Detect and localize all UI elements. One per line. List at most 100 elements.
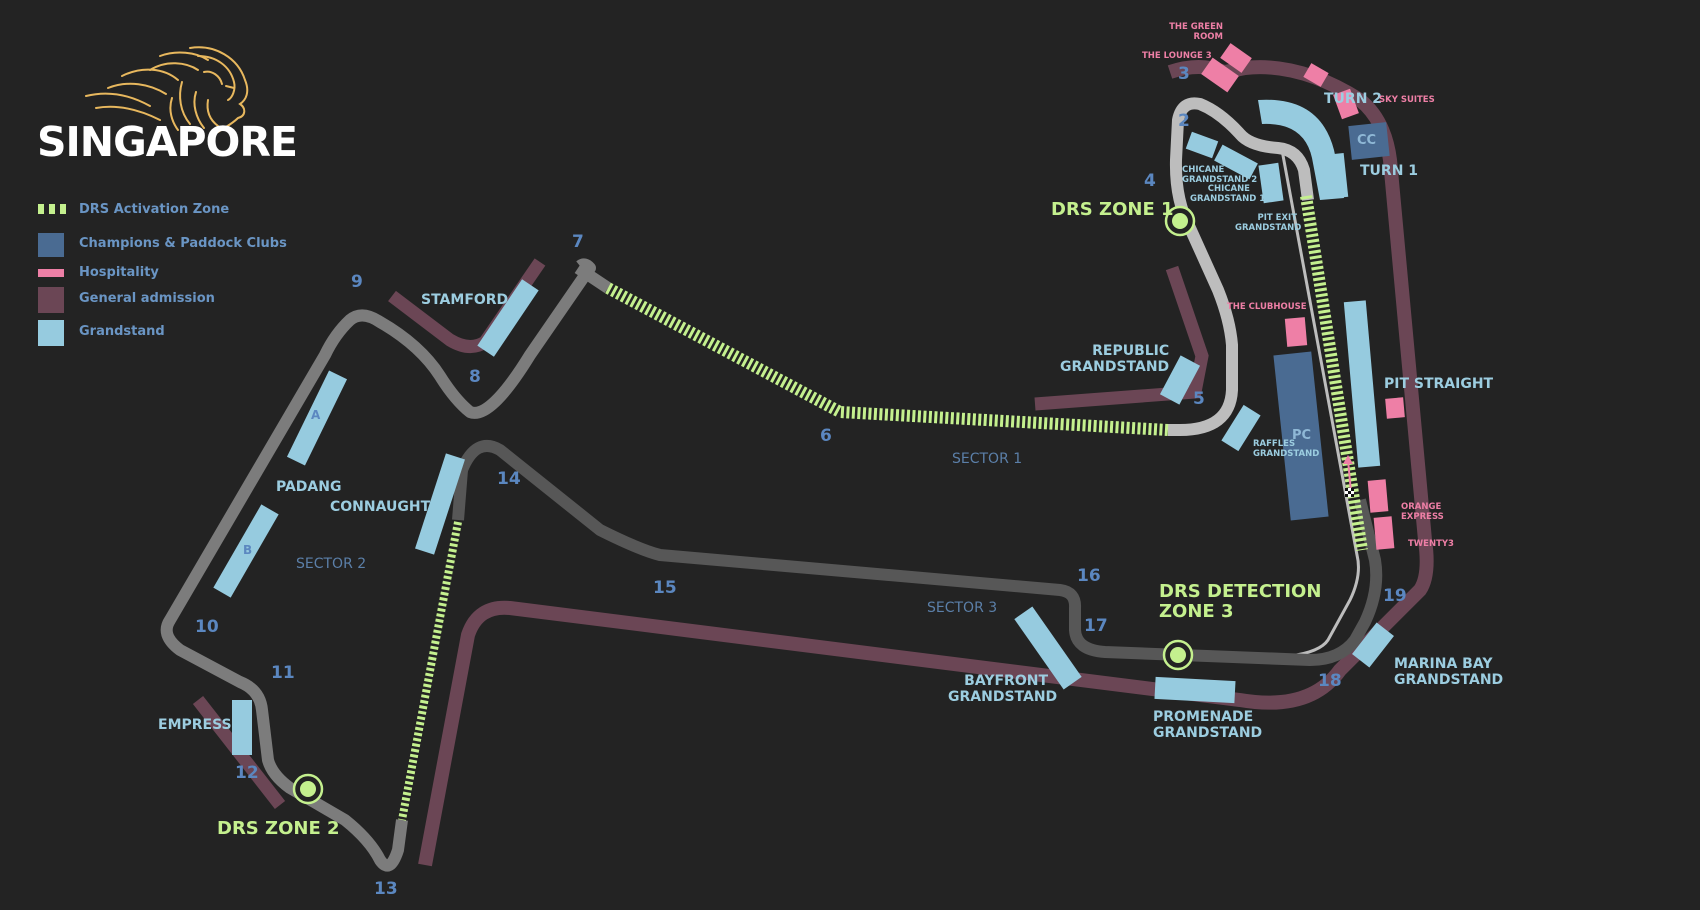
champions-paddock-clubs bbox=[1273, 122, 1390, 521]
chicane1-line-1: CHICANE bbox=[1207, 184, 1250, 194]
pit-exit-line-2: GRANDSTAND bbox=[1235, 222, 1302, 233]
turn-number: 7 bbox=[572, 232, 584, 252]
republic-line-1: REPUBLIC bbox=[1092, 343, 1170, 359]
hosp-sky-suites-1 bbox=[1303, 63, 1329, 87]
green-room-line-2: ROOM bbox=[1193, 31, 1223, 42]
legend-label-grandstand: Grandstand bbox=[79, 324, 165, 339]
drs-zone-1-label: DRS ZONE 1 bbox=[1051, 199, 1174, 220]
marina-line-1: MARINA BAY bbox=[1394, 656, 1493, 672]
marina-bay-grandstand-label: MARINA BAY GRANDSTAND bbox=[1394, 656, 1504, 688]
sector-3-label: SECTOR 3 bbox=[927, 600, 998, 616]
grandstand-connaught bbox=[415, 453, 465, 555]
drs-zone-connaught bbox=[398, 521, 462, 821]
legend-swatches bbox=[38, 204, 66, 346]
stamford-label: STAMFORD bbox=[421, 292, 509, 308]
grandstand-padang-a bbox=[286, 370, 348, 466]
raffles-line-1: RAFFLES bbox=[1253, 439, 1296, 449]
legend-label-ga: General admission bbox=[79, 291, 215, 306]
padang-a-label: A bbox=[311, 408, 321, 422]
hosp-sky-suites-2 bbox=[1333, 88, 1359, 120]
orange-express-label: ORANGE EXPRESS bbox=[1401, 502, 1444, 522]
lion-head-icon bbox=[85, 46, 249, 133]
hosp-lounge3 bbox=[1201, 57, 1239, 93]
grandstand-pit-straight bbox=[1343, 300, 1381, 468]
drs-detection-line-2: ZONE 3 bbox=[1159, 601, 1234, 623]
republic-grandstand-label: REPUBLIC GRANDSTAND bbox=[1060, 343, 1170, 375]
club-pc bbox=[1273, 351, 1329, 521]
grandstand-raffles bbox=[1221, 404, 1261, 452]
turn-number: 17 bbox=[1084, 616, 1108, 636]
ga-bay-path bbox=[418, 60, 1434, 867]
legend-label-hospitality: Hospitality bbox=[79, 265, 159, 280]
legend-hospitality-swatch bbox=[38, 269, 64, 277]
turn-number: 10 bbox=[195, 617, 219, 637]
padang-b-label: B bbox=[243, 543, 253, 557]
turn-number: 6 bbox=[820, 426, 832, 446]
empress-label: EMPRESS bbox=[158, 717, 232, 733]
legend-drs-swatch bbox=[38, 204, 66, 214]
grandstand-republic bbox=[1159, 355, 1201, 405]
pc-label: PC bbox=[1292, 428, 1312, 443]
pit-exit-line-1: PIT EXIT bbox=[1257, 213, 1297, 223]
hosp-clubhouse bbox=[1284, 317, 1308, 347]
drs-detection-zone-3-label: DRS DETECTION ZONE 3 bbox=[1159, 581, 1322, 623]
turn-number: 14 bbox=[497, 469, 521, 489]
green-room-line-1: THE GREEN bbox=[1169, 22, 1223, 32]
turn-number: 16 bbox=[1077, 566, 1101, 586]
orange-line-2: EXPRESS bbox=[1401, 511, 1444, 522]
connaught-label: CONNAUGHT bbox=[330, 499, 431, 515]
marina-line-2: GRANDSTAND bbox=[1394, 671, 1504, 688]
turn-number: 9 bbox=[351, 272, 363, 292]
turn-number: 8 bbox=[469, 367, 481, 387]
sky-suites-label: SKY SUITES bbox=[1379, 95, 1435, 105]
sector-2-label: SECTOR 2 bbox=[296, 556, 367, 572]
chicane-grandstand-1-label: CHICANE GRANDSTAND 1 bbox=[1190, 184, 1266, 204]
turn-number: 11 bbox=[271, 663, 295, 683]
grandstand-turn2 bbox=[1258, 99, 1344, 200]
orange-line-1: ORANGE bbox=[1401, 502, 1442, 512]
grandstand-stamford bbox=[477, 279, 539, 357]
bayfront-line-2: GRANDSTAND bbox=[948, 688, 1058, 705]
sector-1-label: SECTOR 1 bbox=[952, 451, 1023, 467]
track-sector-2-t7 bbox=[574, 263, 612, 293]
turn-number: 12 bbox=[235, 763, 259, 783]
turn-number: 5 bbox=[1193, 389, 1205, 409]
turn-number: 18 bbox=[1318, 671, 1342, 691]
hosp-pit-straight bbox=[1385, 397, 1405, 419]
grandstand-chicane-2 bbox=[1185, 131, 1219, 159]
turn-2-label: TURN 2 bbox=[1324, 91, 1383, 107]
turn-number: 19 bbox=[1383, 586, 1407, 606]
chicane-grandstand-2-label: CHICANE GRANDSTAND 2 bbox=[1182, 165, 1257, 185]
drs-detection-line-1: DRS DETECTION bbox=[1159, 581, 1322, 602]
green-room-label: THE GREEN ROOM bbox=[1160, 22, 1223, 42]
promenade-line-2: GRANDSTAND bbox=[1153, 724, 1263, 741]
start-finish-flag-icon bbox=[1343, 455, 1354, 497]
club-cc bbox=[1348, 122, 1390, 160]
page-title: SINGAPORE bbox=[37, 118, 298, 166]
legend-label-drs: DRS Activation Zone bbox=[79, 202, 230, 217]
pit-exit-grandstand-label: PIT EXIT GRANDSTAND bbox=[1235, 213, 1302, 233]
drs-zone-2-label: DRS ZONE 2 bbox=[217, 818, 340, 839]
track-sector-2 bbox=[160, 258, 596, 872]
promenade-grandstand-label: PROMENADE GRANDSTAND bbox=[1153, 709, 1263, 741]
pit-straight-label: PIT STRAIGHT bbox=[1384, 376, 1494, 392]
clubhouse-label: THE CLUBHOUSE bbox=[1227, 302, 1307, 312]
raffles-line-2: GRANDSTAND bbox=[1253, 448, 1320, 459]
promenade-line-1: PROMENADE bbox=[1153, 709, 1254, 725]
padang-label: PADANG bbox=[276, 479, 342, 495]
track-sector-1 bbox=[1168, 97, 1314, 436]
raffles-grandstand-label: RAFFLES GRANDSTAND bbox=[1253, 439, 1320, 459]
hosp-orange-express bbox=[1367, 479, 1389, 513]
grandstand-padang-b bbox=[213, 504, 279, 598]
hospitality-areas bbox=[1201, 43, 1405, 550]
chicane1-line-2: GRANDSTAND 1 bbox=[1190, 193, 1266, 204]
grandstand-chicane-1 bbox=[1214, 144, 1258, 180]
cc-label: CC bbox=[1357, 133, 1377, 148]
grandstand-marina-bay bbox=[1352, 622, 1394, 668]
grandstand-bayfront bbox=[1014, 606, 1082, 690]
track-sector-3 bbox=[456, 440, 1383, 666]
bayfront-line-1: BAYFRONT bbox=[964, 673, 1048, 689]
legend-ga-swatch bbox=[38, 287, 64, 313]
republic-line-2: GRANDSTAND bbox=[1060, 358, 1170, 375]
lounge-3-label: THE LOUNGE 3 bbox=[1142, 51, 1212, 61]
